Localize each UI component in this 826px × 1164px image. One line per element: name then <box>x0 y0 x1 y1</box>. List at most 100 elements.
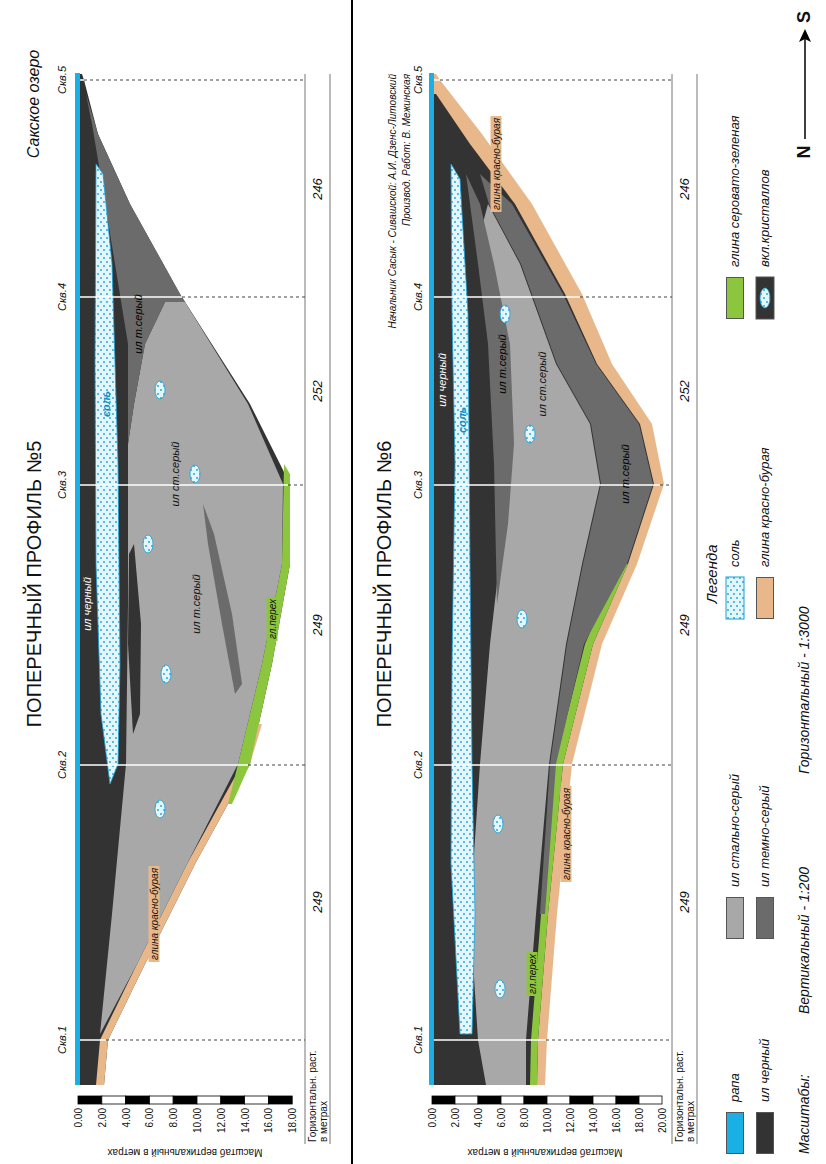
legend-text: вкл.кристаллов <box>758 170 772 267</box>
profile-label: ил т.серый <box>190 574 202 633</box>
drawn-stroke <box>80 296 182 298</box>
profile-label: Скв.5 <box>56 66 68 94</box>
profile-label: Скв.3 <box>56 471 68 499</box>
drawn-stroke <box>80 79 84 81</box>
drawn-stroke <box>84 80 305 81</box>
profile-label: Начальник Сасык - Сивашской: А.И. Дзенс-… <box>387 74 398 329</box>
profile-label: 249 <box>311 614 325 636</box>
drawn-stroke <box>149 1096 173 1104</box>
drawn-stroke <box>245 1096 269 1104</box>
profile-label: гл.перех <box>527 952 538 996</box>
legend-text: глина красно-бурая <box>758 447 772 567</box>
drawn-stroke <box>434 79 440 81</box>
drawn-stroke <box>570 1096 593 1104</box>
profile-label: 246 <box>678 178 692 200</box>
profile-label: 249 <box>311 891 325 913</box>
drawn-stroke <box>501 1096 524 1104</box>
profile-label: Скв.4 <box>56 283 68 311</box>
profile-label: 14.00 <box>239 1108 250 1133</box>
drawn-stroke <box>593 1096 616 1104</box>
profile-label: 246 <box>311 178 325 200</box>
legend-text: соль <box>728 539 742 567</box>
drawn-stroke <box>432 1096 455 1104</box>
legend-text: ил стально-серый <box>728 774 742 887</box>
profile-label: ил ст.серый <box>169 442 181 507</box>
profile-label: 16.00 <box>263 1108 274 1133</box>
drawn-stroke <box>434 764 572 766</box>
drawn-stroke <box>639 1096 662 1104</box>
profile-label: 12.00 <box>565 1108 576 1133</box>
profile-label: 20.00 <box>657 1108 668 1133</box>
profile-label: глина красно-бурая <box>561 786 572 882</box>
profile-label: ил черный <box>436 353 448 407</box>
drawn-stroke <box>102 1096 126 1104</box>
drawn-stroke <box>546 1040 672 1041</box>
profile-label: Скв.3 <box>412 471 424 499</box>
profile-label: 4.00 <box>120 1108 131 1127</box>
drawn-stroke <box>547 1096 570 1104</box>
drawn-stroke <box>80 484 288 486</box>
drawn-stroke <box>268 1096 292 1104</box>
profile-label: 8.00 <box>519 1108 530 1127</box>
profile-label: ил черный <box>81 577 93 631</box>
legend-text: рапа <box>728 1073 742 1102</box>
legend-text: ил темно-серый <box>758 786 772 887</box>
drawn-stroke <box>248 765 305 766</box>
profile-label: N <box>795 146 815 159</box>
drawn-stroke <box>440 80 672 81</box>
profile-label: 249 <box>678 891 692 913</box>
drawn-stroke <box>80 1039 106 1041</box>
profile-label: 16.00 <box>611 1108 622 1133</box>
profile-label: ил т.серый <box>496 334 508 393</box>
profile-label: 12.00 <box>215 1108 226 1133</box>
legend-swatch <box>756 577 774 619</box>
profile-label: Масштаб вертикальный в метрах <box>467 1147 622 1158</box>
drawn-stroke <box>524 1096 547 1104</box>
profile-label: 18.00 <box>287 1108 298 1133</box>
profile-label: 18.00 <box>634 1108 645 1133</box>
profile-label: 6.00 <box>144 1108 155 1127</box>
profile-label: Горизонтальн. раст. в метрах <box>674 1050 696 1142</box>
profile-label: ил т.серый <box>619 444 631 503</box>
legend-swatch <box>726 1112 744 1154</box>
drawn-stroke <box>478 1096 501 1104</box>
drawn-stroke <box>221 1096 245 1104</box>
profile-label: глина красно-бурая <box>149 866 160 962</box>
drawn-stroke <box>288 485 305 486</box>
profile-label: соль <box>456 407 468 433</box>
profile-label: ПОПЕРЕЧНЫЙ ПРОФИЛЬ №6 <box>373 441 395 728</box>
profile-label: 2.00 <box>96 1108 107 1127</box>
profile-label: 252 <box>678 380 692 402</box>
profile-label: Масштаб вертикальный в метрах <box>107 1147 262 1158</box>
profile-label: S <box>795 11 815 23</box>
drawn-stroke <box>182 297 305 298</box>
legend-text: ил черный <box>758 1039 772 1102</box>
profile-label: ил ст.серый <box>536 352 548 417</box>
legend-swatch <box>726 277 744 319</box>
profile-label: Легенда <box>704 544 721 603</box>
legend-swatch <box>756 897 774 939</box>
profile-label: 0.00 <box>427 1108 438 1127</box>
profile-label: Горизонтальн. раст. в метрах <box>307 1050 329 1142</box>
profile-label: Скв.1 <box>412 1026 424 1054</box>
profile-label: глина красно-бурая <box>491 116 502 212</box>
profile-label: 6.00 <box>496 1108 507 1127</box>
profile-label: 10.00 <box>542 1108 553 1133</box>
drawn-stroke <box>572 765 672 766</box>
profile-label: 252 <box>311 380 325 402</box>
drawn-stroke <box>106 1040 305 1041</box>
profile-label: 10.00 <box>192 1108 203 1133</box>
legend-swatch <box>756 1112 774 1154</box>
profile-label: Скв.5 <box>412 66 424 94</box>
drawn-stroke <box>78 1096 102 1104</box>
profile-label: 4.00 <box>473 1108 484 1127</box>
drawn-stroke <box>580 297 672 298</box>
profile-label: Скв.2 <box>56 751 68 779</box>
profile-label: Сакское озеро <box>25 50 43 158</box>
profile-label: Скв.1 <box>56 1026 68 1054</box>
profile-label: 8.00 <box>168 1108 179 1127</box>
drawn-stroke <box>455 1096 478 1104</box>
profile-label: Вертикальный - 1:200 <box>797 867 812 1014</box>
